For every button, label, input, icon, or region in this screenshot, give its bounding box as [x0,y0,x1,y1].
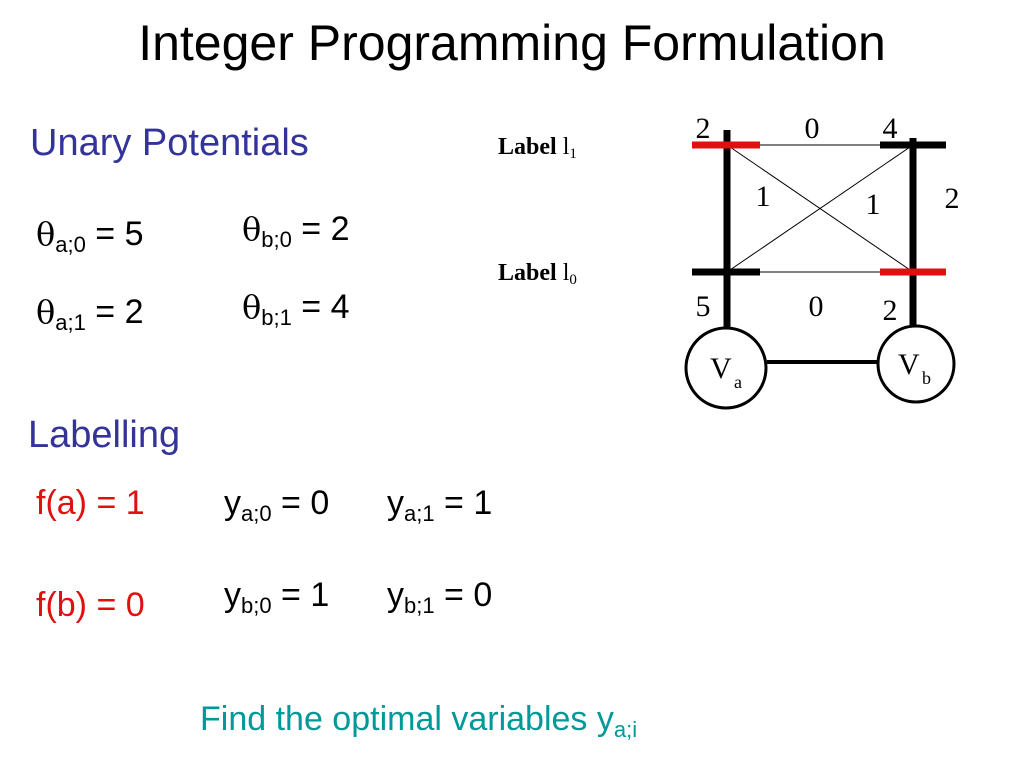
theta-b1: θb;1 = 4 [242,288,350,331]
label-sub: 0 [569,272,577,288]
unary-potentials-heading: Unary Potentials [30,122,309,164]
label-word: Label [498,260,557,286]
edge-cross-up [726,144,914,273]
y-variable: y [387,576,404,614]
theta-symbol: θ [242,288,262,326]
y-value: = 1 [434,484,493,522]
label-l1: Label l1 [498,134,577,163]
y-variable: y [387,484,404,522]
y-a0: ya;0 = 0 [224,484,329,527]
theta-a0: θa;0 = 5 [36,215,144,258]
y-value: = 0 [271,484,330,522]
theta-value: = 2 [85,293,144,331]
y-subscript: a;0 [241,501,272,526]
theta-subscript: b;0 [261,227,292,252]
theta-subscript: b;1 [261,305,292,330]
labelling-heading: Labelling [28,414,181,456]
node-a [684,326,768,410]
label-word: Label [498,134,557,160]
pair-cross-left-value: 1 [756,180,771,213]
labelling-fb: f(b) = 0 [36,586,145,624]
footer-text: Find the optimal variables y [200,700,614,738]
label-sub: 1 [569,146,577,162]
footer-note: Find the optimal variables ya;i [200,700,637,743]
theta-value: = 5 [85,215,144,253]
labelling-fa: f(a) = 1 [36,484,145,522]
theta-symbol: θ [36,293,56,331]
y-subscript: a;1 [404,501,435,526]
theta-subscript: a;1 [55,310,86,335]
pair-bottom-value: 0 [809,290,824,323]
label-var: l [562,134,570,160]
y-a1: ya;1 = 1 [387,484,492,527]
theta-b0: θb;0 = 2 [242,210,350,253]
y-b1: yb;1 = 0 [387,576,492,619]
y-subscript: b;1 [404,593,435,618]
unary-a0-value: 5 [696,290,711,323]
pair-top-value: 0 [805,112,820,145]
y-variable: y [224,576,241,614]
y-value: = 0 [434,576,493,614]
theta-symbol: θ [242,210,262,248]
y-variable: y [224,484,241,522]
node-b-var: V [898,348,920,381]
y-subscript: b;0 [241,593,272,618]
node-a-var: V [710,352,732,385]
unary-b1-value: 4 [883,112,898,145]
footer-subscript: a;i [613,717,638,742]
y-value: = 1 [271,576,330,614]
unary-b0-value: 2 [883,294,898,327]
label-l0: Label l0 [498,260,577,289]
theta-subscript: a;0 [55,232,86,257]
label-var: l [562,260,570,286]
node-b [876,324,956,404]
node-b-sub: b [922,368,931,388]
theta-symbol: θ [36,215,56,253]
theta-value: = 2 [291,210,350,248]
unary-a1-value: 2 [696,112,711,145]
node-a-sub: a [734,372,742,392]
y-b0: yb;0 = 1 [224,576,329,619]
pair-cross-right-value: 1 [866,188,881,221]
pair-side-value: 2 [945,182,960,215]
page-title: Integer Programming Formulation [138,15,886,71]
theta-value: = 4 [291,288,350,326]
theta-a1: θa;1 = 2 [36,293,144,336]
